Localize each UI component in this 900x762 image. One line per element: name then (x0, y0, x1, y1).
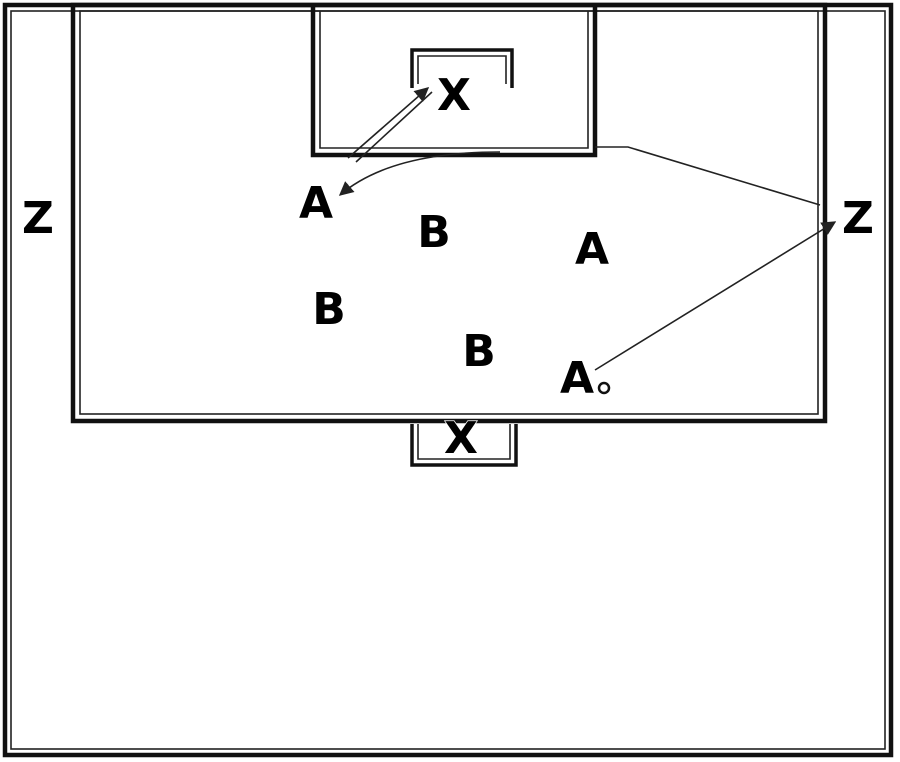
label-z-left: Z (22, 193, 54, 244)
pass-arrows (338, 87, 837, 371)
label-b-left: B (312, 284, 346, 335)
top-box (310, 5, 598, 158)
goal-bottom-inner (417, 424, 511, 460)
goal-top-inner (417, 55, 507, 84)
inner-zone (70, 2, 828, 424)
goal-bottom (410, 424, 518, 467)
run-line (595, 146, 821, 206)
label-x-top: X (437, 70, 471, 121)
label-a-center: A (575, 224, 609, 275)
label-b-top: B (417, 207, 451, 258)
label-b-bottom: B (462, 326, 496, 377)
label-a-left: A (299, 178, 333, 229)
goal-top (410, 48, 514, 88)
label-z-right: Z (842, 193, 874, 244)
label-x-bottom: X (444, 413, 478, 464)
outer-border-inner (10, 10, 886, 750)
label-a-bottom: A (560, 353, 594, 404)
ball-marker (597, 381, 611, 395)
